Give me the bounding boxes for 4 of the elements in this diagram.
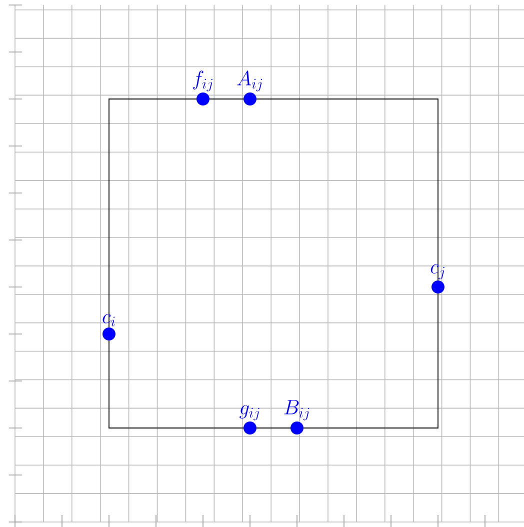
point-label: $f_{ij}$ xyxy=(193,70,212,92)
point-label: $g_{ij}$ xyxy=(240,405,260,420)
point-label: $B_{ij}$ xyxy=(284,400,310,420)
point-label: $A_{ij}$ xyxy=(237,70,262,92)
